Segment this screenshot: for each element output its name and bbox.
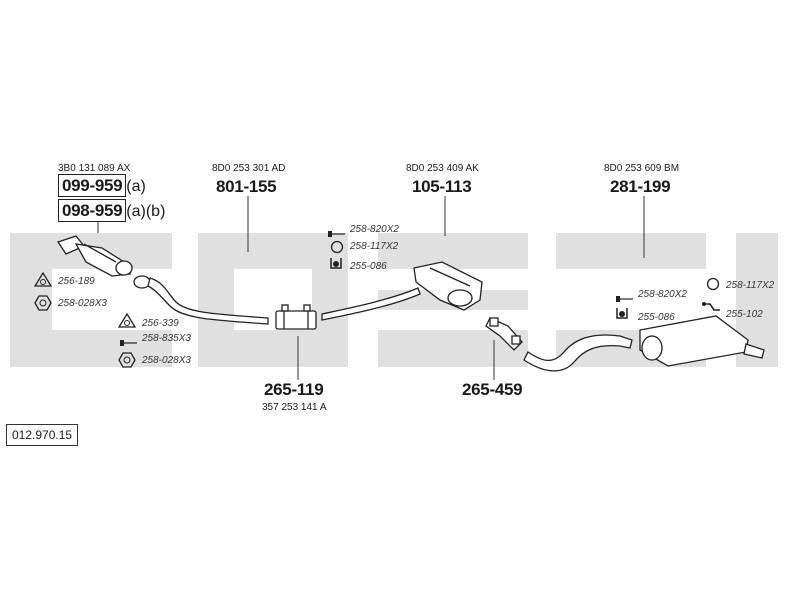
part-3-number: 105-113 [412,177,472,196]
gasket-icon [33,271,53,292]
small-part-2-code: 258-028X3 [58,298,107,309]
part-3-oem-number: 8D0 253 409 AK [406,163,479,174]
small-part-9-code: 258-820X2 [638,289,687,300]
watermark-logo [10,233,778,367]
part-2-number: 801-155 [216,177,277,196]
center-silencer [413,261,483,311]
bolt-icon [616,291,634,307]
ring-icon [330,240,344,258]
bracket-icon [700,300,722,318]
small-part-12-code: 255-102 [726,309,763,320]
gasket-icon [117,312,137,333]
small-part-10-code: 258-117X2 [726,280,775,291]
part-4-oem-number: 8D0 253 609 BM [604,163,680,174]
bolt-icon [328,226,346,242]
small-part-7-code: 258-117X2 [350,241,399,252]
small-part-5-code: 258-028X3 [142,355,191,366]
nut-icon [34,295,52,315]
bolt-icon [120,335,138,351]
ring-icon [706,277,720,295]
nut-icon [118,352,136,372]
part-variant-suffix: (a) [126,178,146,195]
small-part-4-code: 258-835X3 [142,333,191,344]
part-5-number: 265-119 [264,380,324,399]
catalytic-converter [56,235,133,277]
part-2-oem-number: 8D0 253 301 AD [212,163,286,174]
clamp [275,304,317,330]
mount-icon [328,256,344,276]
part-1-number-a: 099-959(a) [58,174,146,197]
part-4-number: 281-199 [610,177,671,196]
small-part-11-code: 255-086 [638,312,675,323]
mount-icon [614,306,630,326]
leader-lines [97,196,645,380]
part-1-oem-number: 3B0 131 089 AX [58,163,131,174]
center-pipe [321,287,421,321]
small-part-3-code: 256-339 [142,318,179,329]
rear-silencer [639,315,765,367]
part-variant-suffix: (a)(b) [126,203,166,220]
part-number-box: 099-959 [58,174,127,197]
part-5-oem-number: 357 253 141 A [262,402,327,413]
part-1-number-b: 098-959(a)(b) [58,199,166,222]
rear-pipe [523,334,633,372]
small-part-1-code: 256-189 [58,276,95,287]
part-number-box: 098-959 [58,199,127,222]
small-part-8-code: 255-086 [350,261,387,272]
clamp-2 [485,317,523,351]
small-part-6-code: 258-820X2 [350,224,399,235]
diagram-reference-number: 012.970.15 [6,424,79,446]
part-6-number: 265-459 [462,380,523,399]
front-pipe [133,275,269,325]
